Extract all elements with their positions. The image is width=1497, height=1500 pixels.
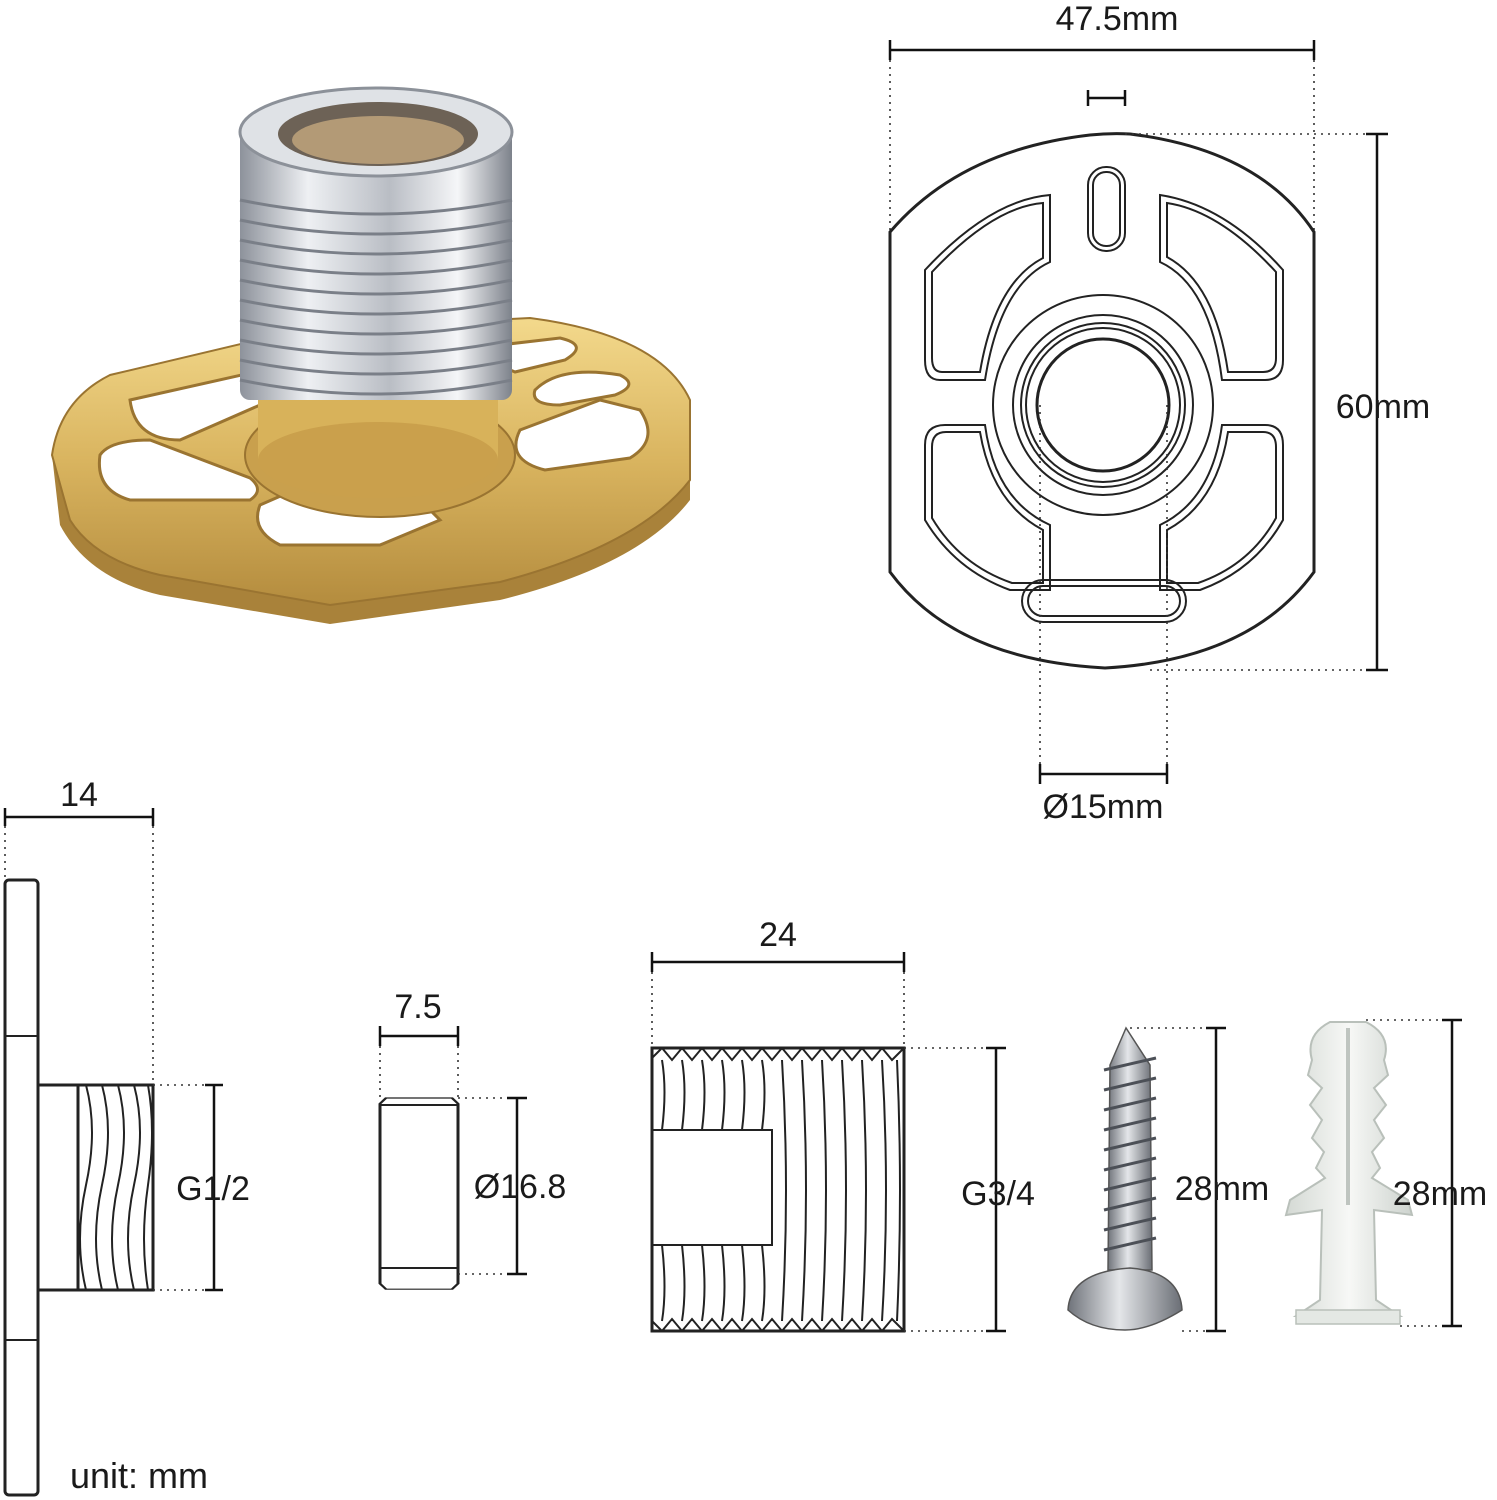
side-plate [3,878,40,1497]
nipple-view: 24 G3/4 [650,916,1035,1333]
top-slot [1087,166,1126,252]
plate-slot [97,438,259,502]
screw-length-label: 28mm [1175,1170,1269,1208]
plate-slot [532,370,631,407]
ring-view: 7.5 Ø16.8 [378,988,567,1290]
side-thread-body [76,1083,155,1292]
center-hole [1035,337,1171,473]
nipple-body [650,1046,906,1333]
plate-top-view: 47.5mm 60mm [888,0,1430,826]
anchor-view: 28mm [1284,1018,1487,1328]
chrome-nipple [240,130,512,400]
anchor-length-label: 28mm [1393,1175,1487,1213]
screw-view: 28mm [1067,1026,1269,1333]
anchor-collar [1295,1309,1401,1325]
nipple-length-label: 24 [759,916,797,954]
cutout-bottom-right [1159,424,1284,591]
plate-width-label: 47.5mm [1056,0,1179,38]
screw-threads [1103,1056,1157,1252]
hub-ring-outer [992,294,1214,516]
plate-outline [888,132,1316,670]
screw-head [1067,1267,1183,1331]
cutout-top-right [1159,193,1284,381]
bottom-slot [1021,579,1187,623]
side-thread-lines [79,1084,153,1291]
side-view-fitting: 14 G1/2 [3,776,250,1497]
nipple-thread-grooves [661,1059,901,1322]
nipple-threads-top [651,1046,905,1333]
hole-diameter-label: Ø15mm [1043,788,1164,826]
ring-nut-drawing [378,1097,460,1290]
plate-height-label: 60mm [1336,388,1430,426]
nipple-threads [239,198,513,396]
cutout-top-left [924,193,1051,381]
ring-length-label: 7.5 [394,988,441,1026]
nipple-inner-bore [652,1129,773,1246]
product-photo [50,86,691,624]
unit-note: unit: mm [70,1455,208,1496]
side-collar [36,1083,80,1292]
side-thread-label: G1/2 [176,1170,250,1208]
brass-plate-edge [52,455,690,624]
plate-slot [514,398,650,472]
ring-diameter-label: Ø16.8 [474,1168,567,1206]
nipple-thread-label: G3/4 [961,1175,1035,1213]
cutout-bottom-left [924,424,1051,591]
side-length-label: 14 [60,776,98,814]
